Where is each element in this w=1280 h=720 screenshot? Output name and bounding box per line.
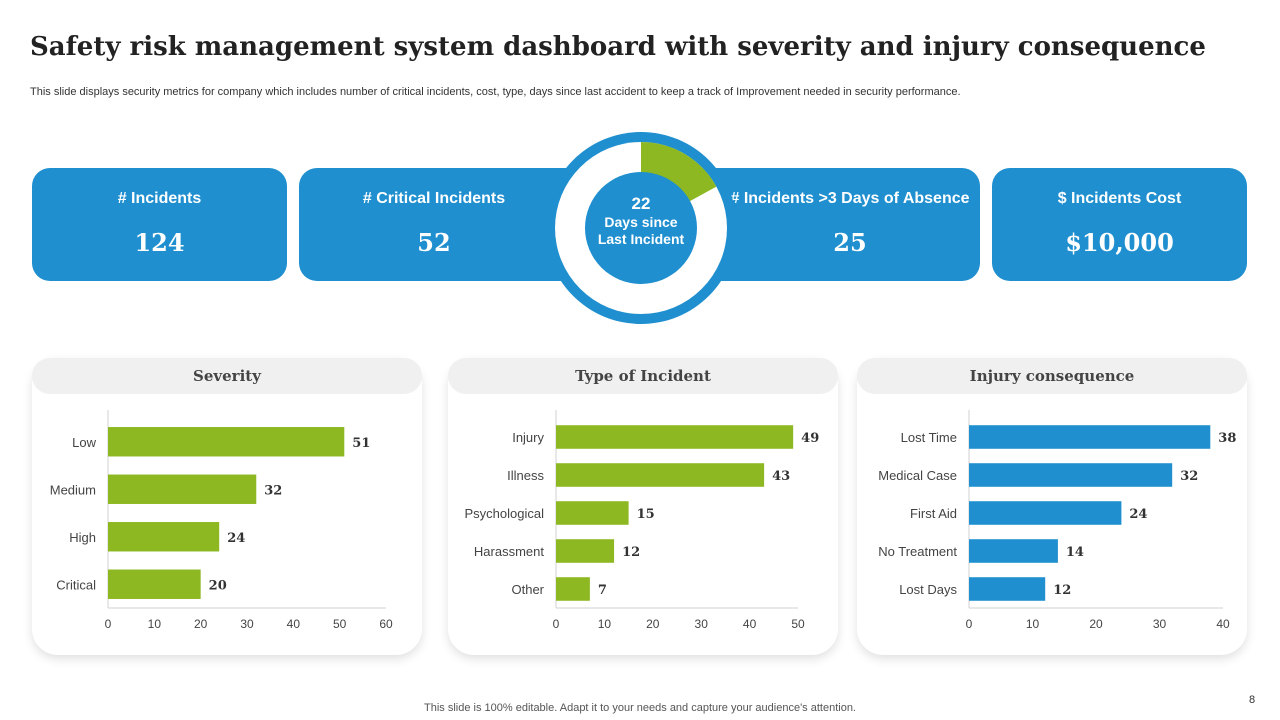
x-tick-label: 10 (598, 617, 612, 631)
data-label: 49 (801, 431, 819, 446)
kpi-card-incidents-cost: $ Incidents Cost $10,000 (992, 168, 1247, 281)
data-label: 12 (622, 545, 640, 560)
bar (556, 425, 794, 449)
x-tick-label: 30 (1153, 617, 1167, 631)
data-label: 24 (227, 531, 245, 546)
bar (969, 463, 1173, 487)
x-tick-label: 20 (646, 617, 660, 631)
kpi-value: 124 (134, 228, 185, 257)
chart-title: Severity (32, 358, 422, 394)
category-label: Lost Days (899, 582, 957, 597)
data-label: 20 (209, 578, 227, 593)
bar (556, 577, 590, 601)
x-tick-label: 20 (194, 617, 208, 631)
data-label: 24 (1129, 507, 1147, 522)
chart-title: Injury consequence (857, 358, 1247, 394)
category-label: No Treatment (878, 544, 957, 559)
kpi-card-critical-incidents: # Critical Incidents 52 (299, 168, 589, 281)
category-label: Medical Case (878, 468, 957, 483)
kpi-label: # Incidents >3 Days of Absence (730, 190, 970, 207)
category-label: Illness (507, 468, 544, 483)
bar (108, 522, 220, 552)
donut-center-disc (585, 172, 697, 284)
x-tick-label: 30 (695, 617, 709, 631)
data-label: 32 (264, 483, 282, 498)
x-tick-label: 50 (791, 617, 805, 631)
x-tick-label: 0 (105, 617, 112, 631)
footer-note: This slide is 100% editable. Adapt it to… (424, 702, 856, 714)
category-label: Critical (56, 577, 96, 592)
kpi-card-absence-incidents: # Incidents >3 Days of Absence 25 (690, 168, 980, 281)
page-title: Safety risk management system dashboard … (30, 32, 1206, 62)
category-label: Other (511, 582, 544, 597)
x-tick-label: 0 (966, 617, 973, 631)
x-tick-label: 60 (379, 617, 393, 631)
x-tick-label: 40 (287, 617, 301, 631)
kpi-label: # Incidents (117, 190, 202, 207)
category-label: Harassment (474, 544, 544, 559)
x-tick-label: 20 (1089, 617, 1103, 631)
x-tick-label: 0 (553, 617, 560, 631)
category-label: Low (72, 435, 96, 450)
days-since-incident-donut (545, 132, 737, 324)
category-label: High (69, 530, 96, 545)
x-tick-label: 40 (1216, 617, 1230, 631)
kpi-value: 25 (833, 228, 867, 257)
data-label: 32 (1180, 469, 1198, 484)
kpi-value: $10,000 (1065, 228, 1174, 257)
bar (108, 427, 345, 457)
donut-label: 22 Days since Last Incident (585, 172, 697, 284)
kpi-value: 52 (417, 228, 451, 257)
kpi-label: $ Incidents Cost (1057, 190, 1182, 207)
x-tick-label: 10 (1026, 617, 1040, 631)
bar (969, 539, 1058, 563)
bar (969, 577, 1046, 601)
bar (108, 474, 257, 504)
x-tick-label: 40 (743, 617, 757, 631)
days-since-line2: Last Incident (597, 231, 685, 247)
data-label: 38 (1218, 431, 1236, 446)
bar (556, 539, 615, 563)
page-number: 8 (1249, 694, 1256, 706)
bar (556, 501, 629, 525)
x-tick-label: 10 (148, 617, 162, 631)
data-label: 14 (1066, 545, 1084, 560)
bar (108, 569, 201, 599)
data-label: 12 (1053, 583, 1071, 598)
kpi-label: # Critical Incidents (362, 190, 506, 207)
category-label: Injury (512, 430, 544, 445)
days-since-number: 22 (631, 194, 651, 213)
kpi-card-incidents: # Incidents 124 (32, 168, 287, 281)
data-label: 43 (772, 469, 790, 484)
data-label: 51 (352, 436, 370, 451)
data-label: 7 (598, 583, 607, 598)
bar (969, 425, 1211, 449)
category-label: Psychological (465, 506, 545, 521)
data-label: 15 (637, 507, 655, 522)
days-since-line1: Days since (604, 214, 678, 230)
category-label: Medium (50, 482, 96, 497)
bar (969, 501, 1122, 525)
x-tick-label: 30 (240, 617, 254, 631)
chart-title: Type of Incident (448, 358, 838, 394)
page-subtitle: This slide displays security metrics for… (30, 86, 961, 98)
category-label: Lost Time (901, 430, 957, 445)
x-tick-label: 50 (333, 617, 347, 631)
bar (556, 463, 765, 487)
category-label: First Aid (910, 506, 957, 521)
